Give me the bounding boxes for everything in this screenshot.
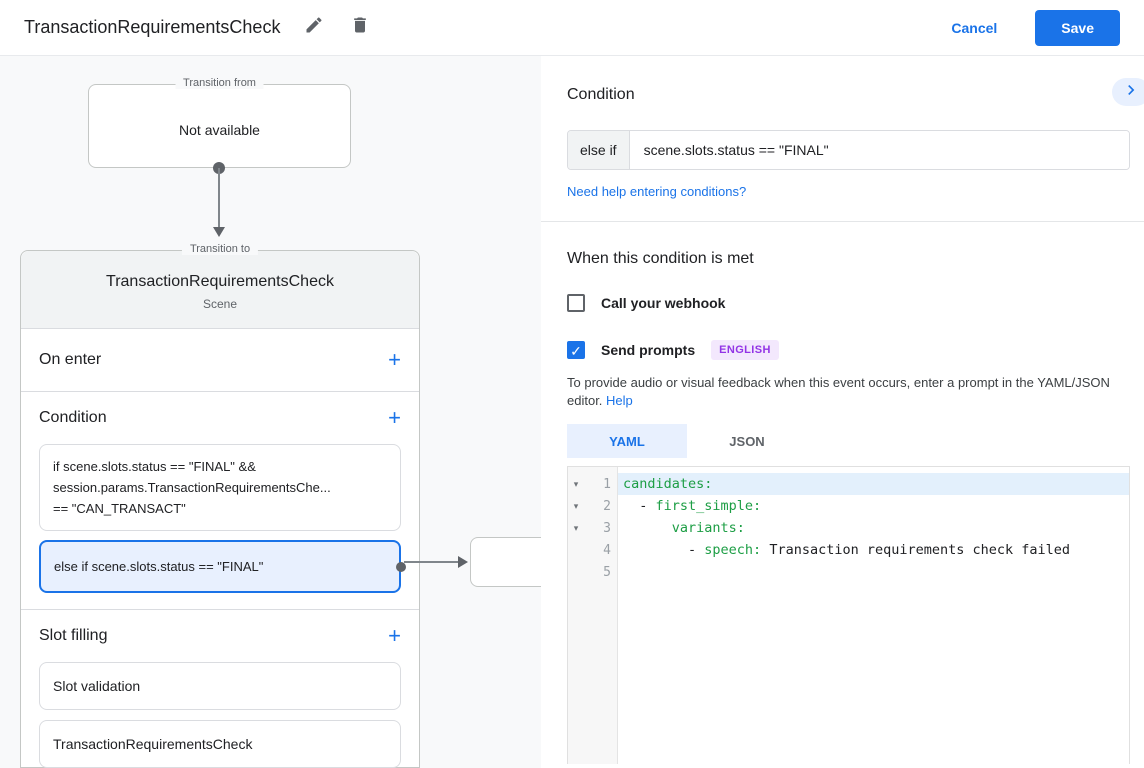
editor-line[interactable]: ▾ 3 variants: bbox=[568, 517, 1129, 539]
on-enter-label: On enter bbox=[39, 351, 102, 368]
transition-from-legend: Transition from bbox=[175, 77, 264, 89]
app-bar: TransactionRequirementsCheck Cancel Save bbox=[0, 0, 1144, 56]
scene-subtitle: Scene bbox=[202, 297, 238, 311]
condition-item-text: == "CAN_TRANSACT" bbox=[53, 501, 186, 516]
trash-icon bbox=[350, 15, 370, 40]
arrow-right-icon bbox=[458, 556, 468, 568]
send-prompts-label: Send prompts bbox=[601, 342, 696, 358]
webhook-row: Call your webhook bbox=[567, 294, 1130, 312]
editor-gutter bbox=[568, 467, 618, 764]
add-condition-button[interactable]: + bbox=[388, 405, 401, 430]
save-button[interactable]: Save bbox=[1035, 9, 1120, 46]
slot-filling-label: Slot filling bbox=[39, 627, 108, 644]
condition-expression-input[interactable] bbox=[629, 131, 1129, 169]
connector-line-vertical bbox=[218, 168, 220, 228]
scene-node: Transition to TransactionRequirementsChe… bbox=[20, 243, 420, 768]
yaml-text: - bbox=[623, 498, 656, 514]
line-number: 2 bbox=[603, 498, 611, 514]
prompt-description-text: To provide audio or visual feedback when… bbox=[567, 375, 1110, 408]
yaml-key: variants: bbox=[671, 520, 745, 536]
page-title: TransactionRequirementsCheck bbox=[24, 17, 281, 37]
conditions-help-link[interactable]: Need help entering conditions? bbox=[567, 184, 747, 199]
line-number: 5 bbox=[603, 564, 611, 580]
pencil-icon bbox=[304, 15, 324, 40]
yaml-value: Transaction requirements check failed bbox=[761, 542, 1071, 558]
condition-item-selected[interactable]: else if scene.slots.status == "FINAL" bbox=[39, 540, 406, 593]
condition-item-text: else if scene.slots.status == "FINAL" bbox=[54, 559, 264, 574]
condition-expression-row: else if bbox=[567, 130, 1130, 170]
editor-line[interactable]: 5 bbox=[568, 561, 1129, 583]
editor-line[interactable]: ▾ 2 - first_simple: bbox=[568, 495, 1129, 517]
send-prompts-row: Send prompts ENGLISH bbox=[567, 340, 1130, 360]
delete-button[interactable] bbox=[348, 16, 372, 40]
condition-label: Condition bbox=[39, 409, 107, 426]
condition-item-text: session.params.TransactionRequirementsCh… bbox=[53, 480, 331, 495]
cancel-button[interactable]: Cancel bbox=[951, 19, 998, 36]
fold-toggle-icon[interactable]: ▾ bbox=[573, 478, 579, 489]
chevron-right-icon bbox=[1121, 80, 1141, 105]
prompt-description: To provide audio or visual feedback when… bbox=[567, 374, 1127, 410]
diagram-canvas: Transition from Not available Transition… bbox=[0, 56, 555, 768]
slot-item[interactable]: TransactionRequirementsCheck bbox=[39, 720, 401, 768]
add-on-enter-button[interactable]: + bbox=[388, 347, 401, 372]
slot-item[interactable]: Slot validation bbox=[39, 662, 401, 710]
connector-dot bbox=[396, 561, 406, 572]
condition-met-title: When this condition is met bbox=[567, 250, 754, 267]
condition-prefix-label: else if bbox=[568, 131, 630, 169]
edit-button[interactable] bbox=[302, 16, 326, 40]
section-on-enter: On enter + bbox=[21, 329, 419, 392]
yaml-text bbox=[623, 520, 672, 536]
send-prompts-checkbox[interactable] bbox=[567, 341, 585, 359]
yaml-text: - bbox=[623, 542, 705, 558]
condition-panel: Condition else if Need help entering con… bbox=[541, 56, 1144, 768]
tab-yaml[interactable]: YAML bbox=[567, 424, 687, 458]
language-badge: ENGLISH bbox=[711, 340, 779, 360]
line-number: 1 bbox=[603, 476, 611, 492]
condition-item[interactable]: if scene.slots.status == "FINAL" && sess… bbox=[39, 444, 401, 531]
call-webhook-checkbox[interactable] bbox=[567, 294, 585, 312]
add-slot-button[interactable]: + bbox=[388, 623, 401, 648]
section-slot-filling: Slot filling + Slot validation Transacti… bbox=[21, 610, 419, 768]
editor-line[interactable]: 4 - speech: Transaction requirements che… bbox=[568, 539, 1129, 561]
fold-toggle-icon[interactable]: ▾ bbox=[573, 500, 579, 511]
fold-toggle-icon[interactable]: ▾ bbox=[573, 522, 579, 533]
transition-to-legend: Transition to bbox=[181, 243, 259, 255]
transition-from-node: Transition from Not available bbox=[88, 77, 351, 168]
panel-title: Condition bbox=[567, 86, 635, 103]
call-webhook-label: Call your webhook bbox=[601, 295, 726, 311]
yaml-key: candidates: bbox=[623, 476, 713, 492]
tab-json[interactable]: JSON bbox=[729, 433, 765, 449]
help-link[interactable]: Help bbox=[606, 393, 633, 408]
arrow-down-icon bbox=[213, 227, 225, 237]
transition-from-content: Not available bbox=[179, 122, 260, 138]
divider bbox=[541, 221, 1144, 222]
editor-line[interactable]: ▾ 1 candidates: bbox=[568, 473, 1129, 495]
yaml-editor[interactable]: ▾ 1 candidates: ▾ 2 - first_simple: ▾ 3 … bbox=[567, 466, 1130, 764]
connector-line-horizontal bbox=[404, 561, 459, 563]
yaml-key: speech: bbox=[704, 542, 762, 558]
section-condition: Condition + if scene.slots.status == "FI… bbox=[21, 392, 419, 610]
condition-item-text: if scene.slots.status == "FINAL" && bbox=[53, 459, 256, 474]
scene-title: TransactionRequirementsCheck bbox=[106, 273, 334, 290]
yaml-key: first_simple: bbox=[655, 498, 762, 514]
line-number: 4 bbox=[603, 542, 611, 558]
scene-header[interactable]: TransactionRequirementsCheck Scene bbox=[21, 251, 419, 329]
line-number: 3 bbox=[603, 520, 611, 536]
editor-tabs: YAML JSON bbox=[567, 424, 1130, 458]
collapse-panel-button[interactable] bbox=[1112, 78, 1144, 106]
